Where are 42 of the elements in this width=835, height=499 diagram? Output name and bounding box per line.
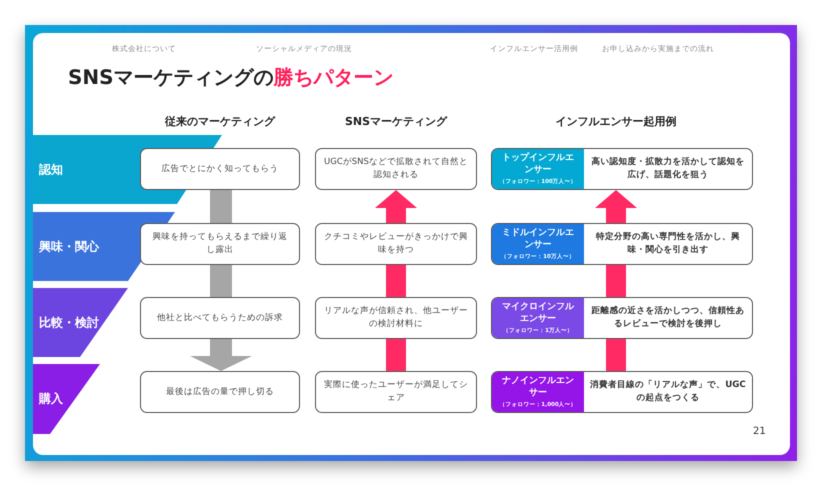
tier-name: ミドルインフルエンサー xyxy=(501,228,575,252)
tier-name: マイクロインフルエンサー xyxy=(501,302,576,326)
column-heading: インフルエンサー起用例 xyxy=(554,114,678,129)
column-heading: 従来のマーケティング xyxy=(164,114,276,129)
tier-description: 高い認知度・拡散力を活かして認知を広げ、話題化を狙う xyxy=(590,156,746,182)
tier-card xyxy=(491,297,753,339)
box-text: 実際に使ったユーザーが満足してシェア xyxy=(323,379,469,405)
column-heading: SNSマーケティング xyxy=(344,114,448,129)
process-box xyxy=(140,297,300,339)
box-text: 他社と比べてもらうための訴求 xyxy=(156,312,284,324)
tier-card xyxy=(491,223,753,265)
tier-card xyxy=(491,371,753,413)
process-box xyxy=(140,148,300,190)
arrow xyxy=(595,190,637,223)
box-text: 広告でとにかく知ってもらう xyxy=(160,162,280,176)
stage-label: 認知 xyxy=(39,161,63,178)
funnel-band xyxy=(33,288,128,357)
arrow xyxy=(190,339,252,371)
tier-description: 特定分野の高い専門性を活かし、興味・関心を引き出す xyxy=(594,230,741,257)
arrow xyxy=(375,190,417,223)
box-text: UGCがSNSなどで拡散されて自然と認知される xyxy=(323,156,469,182)
box-text: 興味を持ってもらえるまで繰り返し露出 xyxy=(152,231,288,257)
box-text: クチコミやレビューがきっかけで興味を持つ xyxy=(323,231,469,257)
stage-label: 比較・検討 xyxy=(39,314,99,331)
process-box xyxy=(315,148,477,190)
box-text: 最後は広告の量で押し切る xyxy=(165,386,275,398)
tier-description: 距離感の近さを活かしつつ、信頼性あるレビューで検討を後押し xyxy=(590,304,746,331)
tier-card xyxy=(491,148,753,190)
page-number: 21 xyxy=(753,426,766,437)
process-box xyxy=(315,371,477,413)
process-box xyxy=(140,223,300,265)
tier-name: トップインフルエンサー xyxy=(501,153,575,177)
tier-description: 消費者目線の「リアルな声」で、UGCの起点をつくる xyxy=(589,378,747,405)
slide-title: SNSマーケティングの勝ちパターン xyxy=(68,64,394,91)
tier-name: ナノインフルエンサー xyxy=(501,376,575,400)
stage-label: 興味・関心 xyxy=(39,238,99,255)
stage-label: 購入 xyxy=(39,390,63,408)
process-box xyxy=(140,371,300,413)
box-text: リアルな声が信頼され、他ユーザーの検討材料に xyxy=(323,305,469,331)
process-box xyxy=(315,297,477,339)
funnel-band xyxy=(33,364,100,434)
process-box xyxy=(315,223,477,265)
